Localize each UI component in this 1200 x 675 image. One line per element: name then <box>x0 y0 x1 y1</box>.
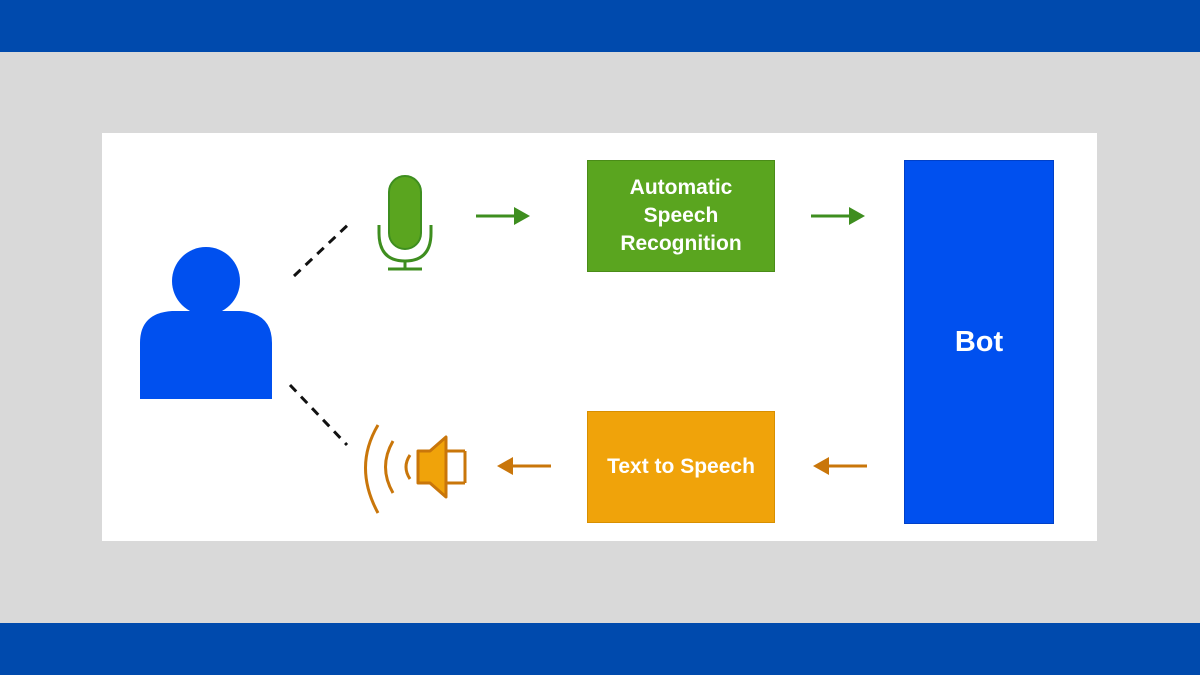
bot-label: Bot <box>954 325 1004 358</box>
tts-box: Text to Speech <box>587 411 775 523</box>
bot-box: Bot <box>904 160 1054 524</box>
asr-box: Automatic Speech Recognition <box>587 160 775 272</box>
bottom-banner <box>0 623 1200 675</box>
mic-to-asr-arrow <box>476 207 530 225</box>
bot-to-tts-arrow <box>813 457 867 475</box>
speaker-to-user-connector <box>288 383 349 447</box>
diagram-canvas <box>140 175 867 514</box>
asr-label: Automatic Speech Recognition <box>620 176 742 255</box>
tts-label: Text to Speech <box>607 455 755 478</box>
top-banner <box>0 0 1200 52</box>
diagram-panel: Automatic Speech Recognition Text to Spe… <box>102 133 1097 541</box>
microphone-icon <box>377 175 433 271</box>
tts-to-speaker-arrow <box>497 457 551 475</box>
user-icon <box>140 247 272 399</box>
user-to-microphone-connector <box>292 219 354 278</box>
speaker-icon <box>364 424 467 514</box>
asr-to-bot-arrow <box>811 207 865 225</box>
